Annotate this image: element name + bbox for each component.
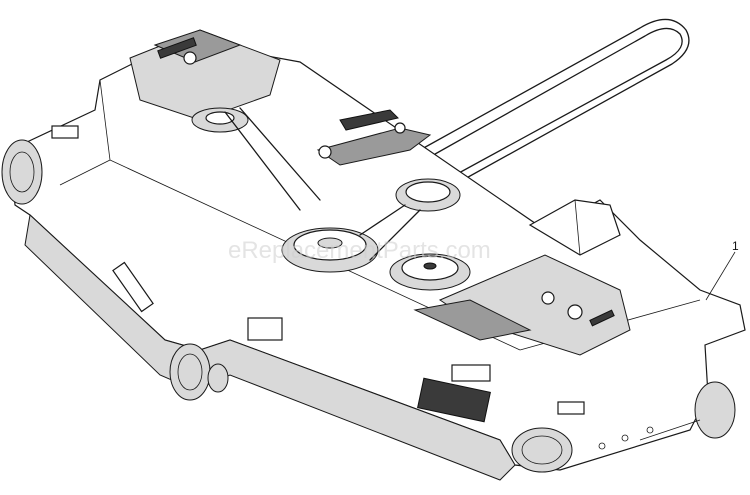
right-side-skirt [598, 381, 736, 450]
center-pulley [281, 227, 379, 273]
left-front-wheel [1, 139, 43, 205]
right-rear-bracket [528, 199, 621, 256]
idler-pulley [316, 109, 461, 212]
callout-1-leader [705, 251, 736, 301]
deck-belt-runs [224, 107, 421, 261]
callout-1: 1 [705, 239, 739, 301]
left-spindle-cover [129, 29, 281, 133]
right-front-wheel [511, 427, 573, 473]
drive-belt [419, 18, 690, 187]
right-center-pulley [389, 253, 471, 291]
watermark-text: eReplacementParts.com [228, 237, 491, 264]
callout-1-number: 1 [732, 239, 739, 253]
warning-decals [51, 125, 585, 423]
rear-center-wheel [169, 343, 229, 401]
right-spindle-cover [413, 254, 631, 356]
